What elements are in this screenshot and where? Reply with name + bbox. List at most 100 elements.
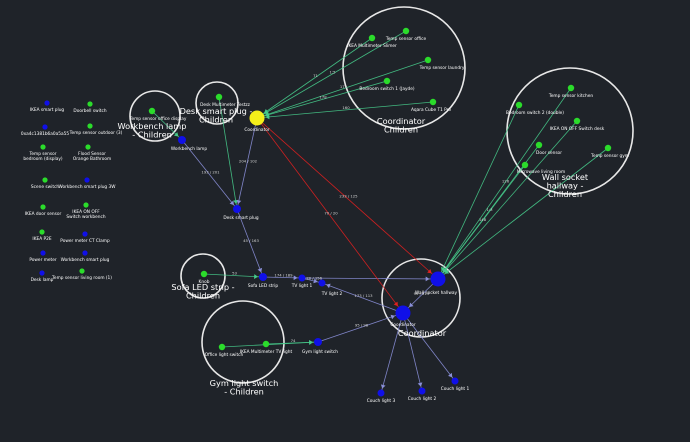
node-flood-sensor-bathroom[interactable] <box>85 144 91 150</box>
node-label-aqara-cube-t1: Aqara Cube T1 Pro <box>411 107 451 113</box>
node-0xa4c138[interactable] <box>42 124 48 130</box>
node-desk-lamp[interactable] <box>39 270 45 276</box>
link-quality-label: 1:3 <box>486 207 493 212</box>
link-gym-light-switch-to-sub-coordinator <box>317 312 404 343</box>
node-label-door-sensor: Door sensor <box>536 150 562 156</box>
node-label-ikea-multimeter-tv-light: IKEA Multimeter TV light <box>240 349 293 355</box>
node-temp-sensor-outdoor[interactable] <box>87 123 93 129</box>
link-quality-label: 45 / 163 <box>243 238 259 243</box>
node-label-wall-socket-hallway: Wall socket hallway <box>415 290 458 296</box>
node-ikea-multimeter-slimer[interactable] <box>368 34 376 42</box>
group-ring-workbench-lamp-children <box>129 90 181 142</box>
node-doorbell-switch[interactable] <box>87 101 93 107</box>
node-tv-light-1[interactable] <box>298 274 306 282</box>
node-power-meter[interactable] <box>40 250 46 256</box>
node-aqara-cube-t1[interactable] <box>429 98 437 106</box>
link-knob-to-sofa-led-strip <box>203 273 264 278</box>
link-ikea-multimeter-slimer-to-coordinator <box>256 37 373 119</box>
group-ring-desk-smart-plug-children <box>195 81 239 125</box>
link-arrow <box>417 382 423 387</box>
node-temp-sensor-laundry[interactable] <box>424 56 432 64</box>
node-label-gym-light-switch: Gym light switch <box>302 349 338 355</box>
node-temp-sensor-office[interactable] <box>402 27 410 35</box>
node-scene-switch[interactable] <box>42 177 48 183</box>
link-quality-label: 95 / 98 <box>355 323 369 328</box>
link-quality-label: 120 / 156 <box>304 276 323 281</box>
node-temp-sensor-bedroom[interactable] <box>40 144 46 150</box>
node-ikea-on-off-switch-desk[interactable] <box>573 117 581 125</box>
group-title-gym-light-switch-children: Gym light switch- Children <box>210 378 279 397</box>
node-ikea-door-sensor[interactable] <box>40 204 46 210</box>
node-wall-socket-hallway[interactable] <box>430 271 446 287</box>
link-quality-label: 71 <box>313 73 318 78</box>
node-label-couch-light-3: Couch light 3 <box>367 398 396 404</box>
node-workbench-smart-plug-3w[interactable] <box>84 177 90 183</box>
node-label-line: IKEA ON OFF <box>72 209 100 215</box>
node-bedroom-switch-1[interactable] <box>383 77 391 85</box>
node-door-sensor[interactable] <box>535 141 543 149</box>
node-knob[interactable] <box>200 270 208 278</box>
node-temp-sensor-gym[interactable] <box>604 144 612 152</box>
link-arrow <box>393 301 398 307</box>
node-label-scene-switch: Scene switch <box>31 184 59 190</box>
node-ikea-on-off-workbench[interactable] <box>83 202 89 208</box>
node-ikea-p2e[interactable] <box>39 229 45 235</box>
node-label-temp-sensor-outdoor: Temp sensor outdoor (3) <box>69 130 123 136</box>
node-couch-light-1[interactable] <box>451 377 459 385</box>
link-desk-smart-plug-to-sofa-led-strip <box>236 208 264 278</box>
group-title-line: hallway - <box>547 181 584 191</box>
node-bedroom-switch-2[interactable] <box>515 101 523 109</box>
link-arrow <box>380 384 386 389</box>
node-coordinator[interactable] <box>249 110 265 126</box>
node-power-meter-ct-clamp[interactable] <box>82 231 88 237</box>
node-office-light-switch[interactable] <box>218 343 226 351</box>
link-bedroom-switch-1-to-coordinator <box>256 80 388 119</box>
node-sofa-led-strip[interactable] <box>259 273 267 281</box>
node-label-temp-sensor-gym: Temp sensor gym <box>590 153 629 159</box>
link-arrow <box>257 267 263 273</box>
node-label-workbench-lamp: Workbench lamp <box>171 146 207 152</box>
node-temp-sensor-kitchen[interactable] <box>567 84 575 92</box>
link-arrow <box>233 199 238 205</box>
node-desk-multimeter-testzz[interactable] <box>215 93 223 101</box>
node-workbench-smart-plug[interactable] <box>82 250 88 256</box>
node-ikea-multimeter-tv-light[interactable] <box>262 340 270 348</box>
link-temp-sensor-gym-to-wall-socket-hallway <box>437 147 609 280</box>
node-label-couch-light-2: Couch light 2 <box>408 396 437 402</box>
node-temp-sensor-office-display[interactable] <box>148 107 156 115</box>
node-desk-smart-plug[interactable] <box>233 205 241 213</box>
node-microwave-living-room[interactable] <box>521 161 529 169</box>
link-quality-label: 175 <box>340 84 348 89</box>
node-label-workbench-smart-plug-3w: Workbench smart plug 3W <box>58 184 116 190</box>
link-temp-sensor-office-to-coordinator <box>256 30 407 119</box>
link-quality-label: 70 / 20 <box>324 211 338 216</box>
node-label-tv-light-2: TV light 2 <box>321 291 343 297</box>
link-desk-multimeter-testzz-to-desk-smart-plug <box>218 96 238 210</box>
node-label-workbench-smart-plug: Workbench smart plug <box>61 257 110 263</box>
node-label-knob: Knob <box>199 279 210 285</box>
group-title-line: - Children <box>132 130 172 140</box>
node-label-temp-sensor-laundry: Temp sensor laundry <box>419 65 465 71</box>
node-couch-light-2[interactable] <box>418 387 426 395</box>
node-temp-sensor-living-room[interactable] <box>79 268 85 274</box>
node-sub-coordinator[interactable] <box>395 305 411 321</box>
node-ikea-smart-plug[interactable] <box>44 100 50 106</box>
group-title-desk-smart-plug-children: Desk smart plug -Children <box>180 106 253 125</box>
node-workbench-lamp[interactable] <box>178 136 186 144</box>
node-gym-light-switch[interactable] <box>314 338 322 346</box>
group-title-line: Children <box>199 115 233 125</box>
node-tv-light-2[interactable] <box>318 279 326 287</box>
group-ring-gym-light-switch-children <box>201 300 285 384</box>
node-label-couch-light-1: Couch light 1 <box>441 386 470 392</box>
node-label-temp-sensor-living-room: Temp sensor living room (1) <box>51 275 112 281</box>
link-quality-label: 174 / 189 <box>274 273 293 278</box>
group-title-line: Sofa LED strip - <box>171 282 234 292</box>
link-arrow <box>390 314 395 320</box>
node-label-ikea-smart-plug: IKEA smart plug <box>30 107 65 113</box>
node-couch-light-3[interactable] <box>377 389 385 397</box>
